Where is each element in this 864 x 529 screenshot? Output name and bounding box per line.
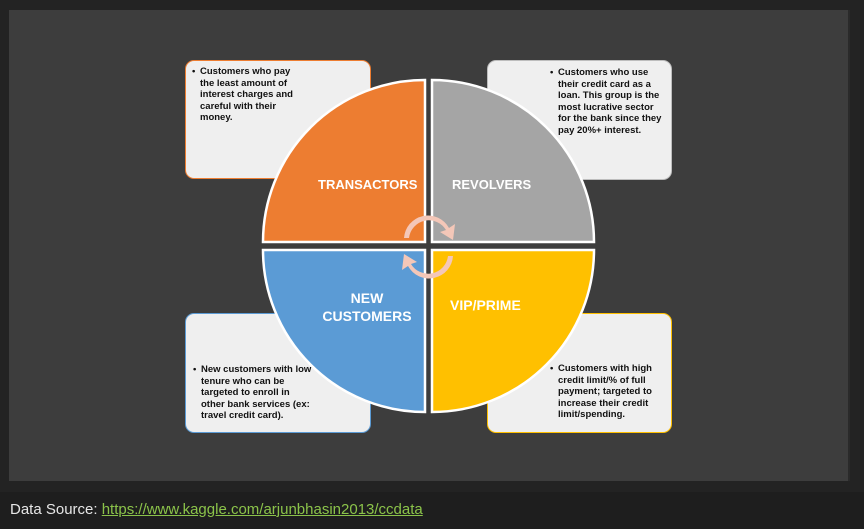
bullet: • xyxy=(550,67,554,78)
note-text: New customers with low tenure who can be… xyxy=(201,364,312,421)
label-revolvers: REVOLVERS xyxy=(452,177,532,192)
cycle-arrows-icon xyxy=(402,215,455,279)
panel-edge xyxy=(848,10,850,481)
quadrant-revolvers xyxy=(430,78,596,244)
data-source-link[interactable]: https://www.kaggle.com/arjunbhasin2013/c… xyxy=(101,501,423,518)
label-vip-prime: VIP/PRIME xyxy=(450,297,521,313)
label-transactors: TRANSACTORS xyxy=(318,177,418,192)
note-text: Customers with high credit limit/% of fu… xyxy=(558,363,652,420)
label-line: NEW xyxy=(350,290,384,306)
label-new-customers: NEW CUSTOMERS xyxy=(318,289,416,325)
quadrant-new-customers xyxy=(261,248,427,414)
quadrant-diagram xyxy=(261,78,596,414)
bullet: • xyxy=(550,363,554,374)
quadrant-vip-prime xyxy=(430,248,596,414)
note-text: Customers who use their credit card as a… xyxy=(558,67,662,136)
footer: Data Source: https://www.kaggle.com/arju… xyxy=(0,492,864,529)
bullet: • xyxy=(193,364,197,375)
data-source-label: Data Source: xyxy=(10,501,98,518)
data-source: Data Source: https://www.kaggle.com/arju… xyxy=(10,501,423,518)
bullet: • xyxy=(192,66,196,77)
quadrant-transactors xyxy=(261,78,427,244)
label-line: CUSTOMERS xyxy=(322,308,412,324)
diagram-panel xyxy=(9,10,848,481)
note-text: Customers who pay the least amount of in… xyxy=(200,66,293,123)
